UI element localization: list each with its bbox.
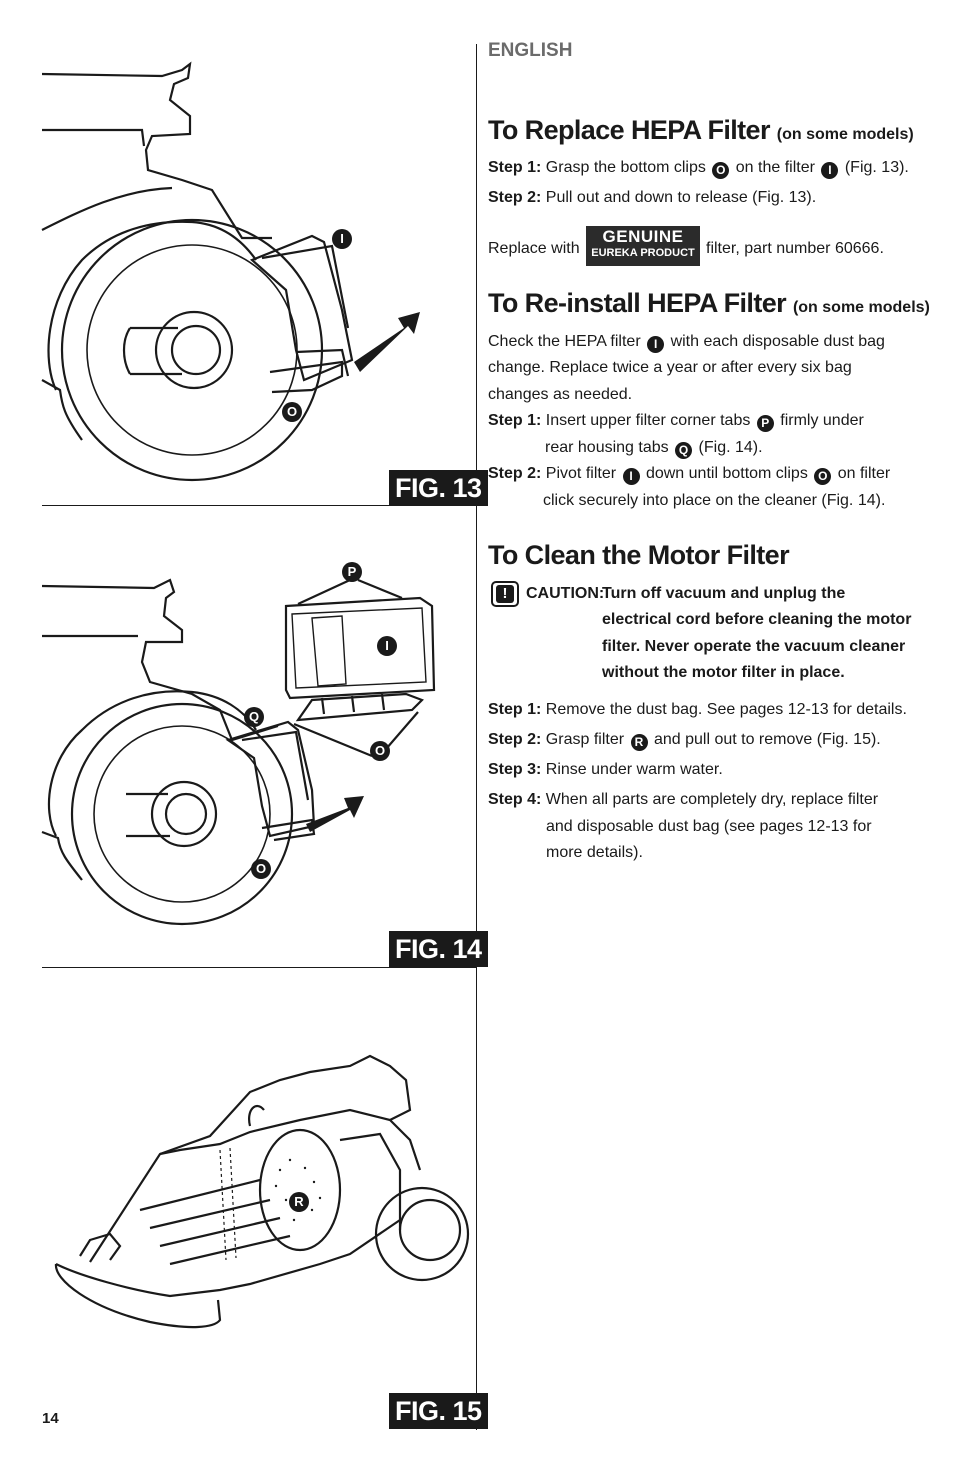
callout-badge: Q [675,442,693,459]
figure-divider-14 [42,967,476,968]
fig13-callout-i: I [332,229,352,249]
fig14-callout-o-upper: O [370,741,390,761]
fig13-callout-o: O [282,402,302,422]
reinstall-hepa-subtitle: (on some models) [792,299,930,316]
language-label: ENGLISH [488,40,573,61]
step-text: on filter [837,465,891,482]
callout-badge: O [712,162,730,179]
reinstall-intro-line-2: change. Replace twice a year or after ev… [488,359,852,376]
reinstall-step-1-cont: rear housing tabs Q (Fig. 14). [545,438,763,459]
clean-motor-step-2: Step 2: Grasp filter R and pull out to r… [488,730,881,751]
fig14-callout-o-lower: O [251,859,271,879]
step-text: Rinse under warm water. [545,761,723,778]
step-text: (Fig. 13). [844,159,909,176]
caution-icon: ! [491,581,519,607]
intro-text: with each disposable dust bag [670,333,885,350]
step-label: Step 4: [488,791,542,808]
step-label: Step 2: [488,465,542,482]
reinstall-hepa-title: To Re-install HEPA Filter [488,288,787,318]
column-divider [476,44,477,1430]
clean-motor-heading: To Clean the Motor Filter [488,540,790,570]
genuine-logo-line2: EUREKA PRODUCT [591,247,695,259]
callout-badge: I [622,468,640,485]
caution-line-3: filter. Never operate the vacuum cleaner [602,638,906,655]
reinstall-hepa-heading: To Re-install HEPA Filter (on some model… [488,287,930,324]
step-text: Pivot filter [545,465,617,482]
clean-motor-step-1: Step 1: Remove the dust bag. See pages 1… [488,700,907,720]
step-text: on the filter [735,159,815,176]
page-number: 14 [42,1410,59,1427]
step-text: Remove the dust bag. See pages 12-13 for… [545,701,907,718]
caution-icon-glyph: ! [496,585,514,603]
step-text: Grasp filter [545,731,625,748]
step-text: Insert upper filter corner tabs [545,412,751,429]
step-text: rear housing tabs [545,439,669,456]
replace-hepa-subtitle: (on some models) [776,126,914,143]
reinstall-intro-line-1: Check the HEPA filter I with each dispos… [488,332,885,353]
step-text: Pull out and down to release (Fig. 13). [545,189,817,206]
clean-motor-step-4-cont-1: and disposable dust bag (see pages 12-13… [546,818,872,835]
reinstall-step-2: Step 2: Pivot filter I down until bottom… [488,464,890,485]
fig15-label: FIG. 15 [389,1393,488,1429]
reinstall-intro-line-3: changes as needed. [488,386,633,403]
fig14-callout-i: I [377,636,397,656]
fig14-callout-q: Q [244,707,264,727]
replace-with-text: Replace with [488,240,580,257]
step-label: Step 3: [488,761,542,778]
step-text: When all parts are completely dry, repla… [545,791,879,808]
intro-text: Check the HEPA filter [488,333,641,350]
clean-motor-step-4: Step 4: When all parts are completely dr… [488,790,878,810]
step-label: Step 2: [488,189,542,206]
replace-hepa-title: To Replace HEPA Filter [488,115,770,145]
step-label: Step 2: [488,731,542,748]
fig13-label: FIG. 13 [389,470,488,506]
step-text: Grasp the bottom clips [545,159,706,176]
replace-hepa-heading: To Replace HEPA Filter (on some models) [488,114,914,151]
caution-label: CAUTION: [526,585,605,602]
clean-motor-step-3: Step 3: Rinse under warm water. [488,760,723,780]
step-text: and pull out to remove (Fig. 15). [653,731,881,748]
fig15-illustration [54,1054,470,1329]
callout-badge: I [821,162,839,179]
step-text: down until bottom clips [645,465,808,482]
callout-badge: R [630,734,648,751]
figure-divider-13 [42,505,476,506]
step-label: Step 1: [488,701,542,718]
replace-hepa-step-1: Step 1: Grasp the bottom clips O on the … [488,158,909,179]
genuine-eureka-logo: GENUINE EUREKA PRODUCT [586,226,700,266]
part-number-text: filter, part number 60666. [706,240,884,257]
caution-line-1: Turn off vacuum and unplug the [602,585,846,602]
step-text: (Fig. 14). [698,439,763,456]
clean-motor-step-4-cont-2: more details). [546,844,643,861]
fig15-callout-r: R [289,1192,309,1212]
caution-line-4: without the motor filter in place. [602,664,845,681]
callout-badge: I [647,336,665,353]
replace-hepa-step-2: Step 2: Pull out and down to release (Fi… [488,188,816,208]
step-text: firmly under [780,412,864,429]
reinstall-step-1: Step 1: Insert upper filter corner tabs … [488,411,864,432]
reinstall-step-2-cont: click securely into place on the cleaner… [543,492,886,509]
fig14-label: FIG. 14 [389,931,488,967]
fig13-illustration [41,61,420,482]
genuine-logo-line1: GENUINE [602,227,684,246]
step-label: Step 1: [488,412,542,429]
fig14-callout-p: P [342,562,362,582]
fig14-illustration [41,578,436,926]
step-label: Step 1: [488,159,542,176]
callout-badge: P [756,415,774,432]
caution-line-2: electrical cord before cleaning the moto… [602,611,912,628]
callout-badge: O [814,468,832,485]
